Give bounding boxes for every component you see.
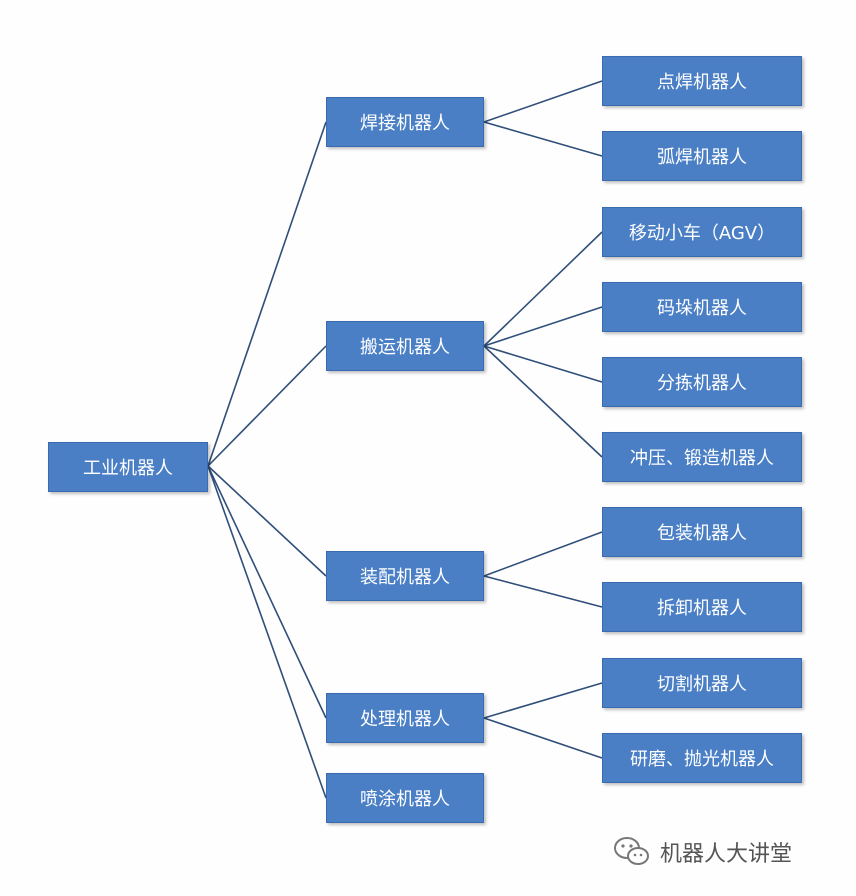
connector-line [207,465,327,577]
branch-node-assembly: 装配机器人 [326,551,484,601]
leaf-node: 码垛机器人 [602,282,802,332]
watermark: 机器人大讲堂 [612,834,792,870]
wechat-icon [614,837,649,865]
leaf-node: 拆卸机器人 [602,582,802,632]
leaf-node: 冲压、锻造机器人 [602,432,802,482]
connector-line [483,345,603,458]
leaf-node: 包装机器人 [602,507,802,557]
connector-line [483,231,603,347]
connector-line [207,345,327,467]
connector-line [483,306,603,347]
connector-line [483,717,603,759]
leaf-node: 弧焊机器人 [602,131,802,181]
connector-line [207,465,327,799]
leaf-node: 切割机器人 [602,658,802,708]
leaf-node: 分拣机器人 [602,357,802,407]
leaf-node: 点焊机器人 [602,56,802,106]
watermark-text: 机器人大讲堂 [660,842,793,867]
leaf-node: 移动小车（AGV） [602,207,802,257]
connector-line [483,575,603,608]
branch-node-painting: 喷涂机器人 [326,773,484,823]
branch-node-processing: 处理机器人 [326,693,484,743]
connector-line [483,345,603,383]
connector-line [483,682,603,719]
connector-line [483,121,603,157]
root-node: 工业机器人 [48,442,208,492]
branch-node-handling: 搬运机器人 [326,321,484,371]
connector-line [207,121,327,467]
connector-line [483,531,603,577]
connector-line [207,465,327,719]
connector-line [483,80,603,123]
branch-node-welding: 焊接机器人 [326,97,484,147]
leaf-node: 研磨、抛光机器人 [602,733,802,783]
